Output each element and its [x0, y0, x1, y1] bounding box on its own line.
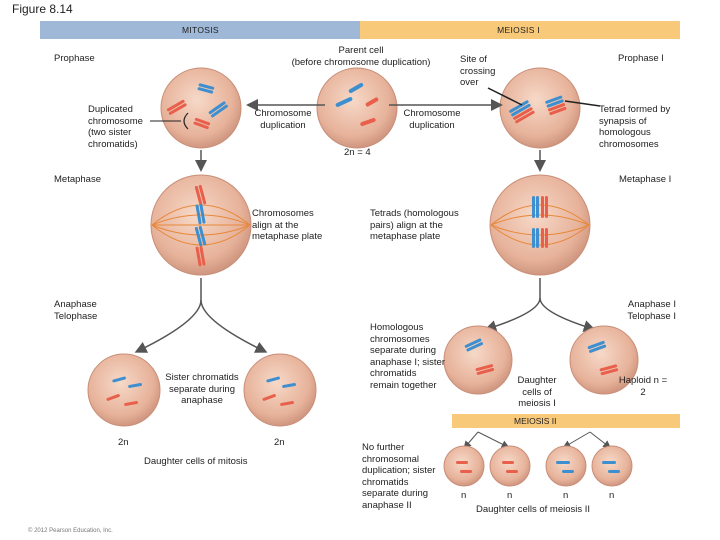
meiosis1-band: MEIOSIS I	[360, 21, 680, 39]
meiosis-prophase-cell	[499, 67, 581, 149]
crossing-over-pointer	[487, 87, 523, 106]
meiosis2-band-label: MEIOSIS II	[514, 416, 557, 426]
mitosis-metaphase-cell	[150, 174, 252, 276]
prophase1-label: Prophase I	[618, 53, 664, 64]
chromosome-duplication-left-label: Chromosome duplication	[254, 108, 312, 131]
haploid-n-2: n	[507, 490, 513, 501]
prophase-label: Prophase	[54, 53, 95, 64]
meiosis2-band: MEIOSIS II	[452, 414, 680, 428]
m2-arrow-1	[463, 431, 479, 450]
daughter-meiosis2-label: Daughter cells of meiosis II	[476, 504, 591, 515]
mitosis-prophase-cell	[160, 67, 242, 149]
meiosis1-daughter-cell-1	[443, 325, 513, 395]
meiosis1-daughter-cell-2	[569, 325, 639, 395]
meiosis-split-left	[484, 278, 541, 332]
chromosomes-align-label: Chromosomes align at the metaphase plate	[252, 208, 323, 242]
daughter-meiosis1-label: Daughter cells of meiosis I	[517, 375, 557, 409]
meiosis2-daughter-cell-4	[591, 445, 633, 487]
haploid-label: Haploid n = 2	[618, 375, 668, 398]
metaphase-label: Metaphase	[54, 174, 102, 185]
parent-cell-label: Parent cell (before chromosome duplicati…	[276, 45, 446, 68]
haploid-n-3: n	[563, 490, 569, 501]
mitosis-daughter-cell-2	[243, 353, 317, 427]
meiosis1-band-label: MEIOSIS I	[497, 25, 540, 35]
haploid-n-1: n	[461, 490, 467, 501]
meiosis2-daughter-cell-1	[443, 445, 485, 487]
mitosis-2n-left: 2n	[118, 437, 129, 448]
dup-chrom-bracket	[183, 112, 189, 130]
homologous-separate-label: Homologous chromosomes separate during a…	[370, 322, 445, 391]
meiosis2-daughter-cell-3	[545, 445, 587, 487]
m2-arrow-3	[562, 431, 591, 449]
tetrad-label: Tetrad formed by synapsis of homologous …	[599, 104, 671, 150]
meiosis2-daughter-cell-2	[489, 445, 531, 487]
tetrad-pointer	[564, 100, 601, 107]
meiosis-metaphase-cell	[489, 174, 591, 276]
mitosis-2n-right: 2n	[274, 437, 285, 448]
m2-arrow-2	[477, 431, 510, 448]
copyright-notice: © 2012 Pearson Education, Inc.	[28, 528, 113, 534]
metaphase1-label: Metaphase I	[619, 174, 672, 185]
mitosis-daughter-cell-1	[87, 353, 161, 427]
mitosis-split-left	[134, 278, 202, 353]
parent-cell-subtitle: (before chromosome duplication)	[291, 56, 431, 68]
anaphase-telophase-label: Anaphase Telophase	[54, 299, 98, 322]
sister-chromatids-label: Sister chromatids separate during anapha…	[165, 372, 239, 406]
m2-arrow-4	[589, 431, 612, 449]
tetrads-align-label: Tetrads (homologous pairs) align at the …	[370, 208, 459, 242]
chromosome-duplication-right-label: Chromosome duplication	[403, 108, 461, 131]
site-crossing-label: Site of crossing over	[460, 54, 496, 88]
haploid-n-4: n	[609, 490, 615, 501]
daughter-mitosis-label: Daughter cells of mitosis	[144, 456, 248, 467]
no-further-duplication-label: No further chromosomal duplication; sist…	[362, 442, 436, 511]
meiosis-split-right	[539, 297, 596, 332]
mitosis-band-label: MITOSIS	[182, 25, 219, 35]
figure-title: Figure 8.14	[12, 2, 73, 16]
mitosis-band: MITOSIS	[40, 21, 360, 39]
mitosis-split-right	[200, 299, 268, 353]
anaphase1-telophase1-label: Anaphase I Telophase I	[627, 299, 676, 322]
parent-cell-title: Parent cell	[338, 45, 384, 56]
duplicated-chromosome-label: Duplicated chromosome (two sister chroma…	[88, 104, 143, 150]
diploid-label: 2n = 4	[344, 147, 371, 158]
parent-cell	[316, 67, 398, 149]
